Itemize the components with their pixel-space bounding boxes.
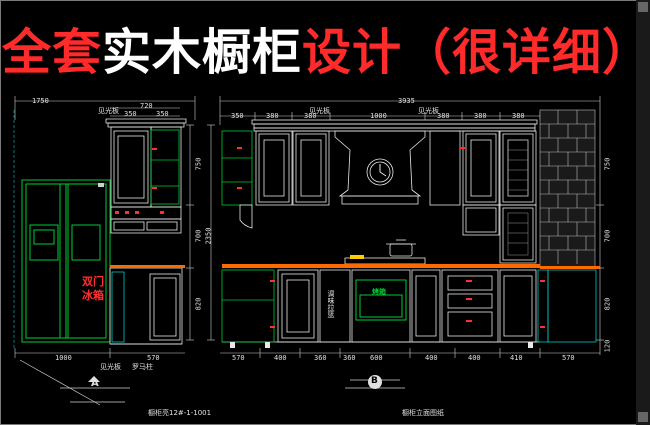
dim-a-upper-width: 720 — [140, 102, 153, 110]
dim-b-h-base: 820 — [603, 297, 612, 311]
page-title: 全套实木橱柜设计（很详细） — [2, 22, 650, 82]
dim-b-bottom-2: 400 — [274, 354, 287, 362]
label-a-roman-column: 罗马柱 — [132, 363, 153, 371]
dim-b-h-upper: 750 — [603, 157, 612, 171]
dim-a-total-width: 1750 — [32, 97, 49, 105]
label-a-see-light-bottom: 见光板 — [100, 363, 121, 371]
drawing-title-b: 橱柜立面图纸 — [402, 409, 444, 417]
oven-label: 烤箱 — [372, 288, 386, 296]
fridge-label: 双门 冰箱 — [82, 275, 104, 303]
dim-a-door-2: 350 — [156, 110, 169, 118]
label-b-see-light-right: 见光板 — [418, 107, 439, 115]
section-marker-b: B — [371, 376, 378, 386]
dim-b-top-4: 1000 — [370, 112, 387, 120]
dim-b-bottom-9: 360 — [343, 354, 356, 362]
scroll-down-arrow-icon[interactable] — [638, 412, 648, 422]
dim-b-bottom-7: 570 — [562, 354, 575, 362]
dim-b-top-7: 380 — [512, 112, 525, 120]
dim-a-bottom-1: 1000 — [55, 354, 72, 362]
title-part-3: 设计（很详细） — [302, 23, 650, 81]
dim-b-bottom-1: 570 — [232, 354, 245, 362]
dim-b-h-middle: 700 — [603, 229, 612, 243]
vertical-scrollbar[interactable] — [636, 0, 650, 425]
drawing-code-a: 橱柜亮12#-1-1001 — [148, 409, 212, 417]
dim-b-bottom-8: 400 — [468, 354, 481, 362]
dim-b-top-6: 380 — [474, 112, 487, 120]
spice-drawer-label: 调味拉篮 — [327, 290, 335, 318]
dim-b-top-3: 380 — [304, 112, 317, 120]
dim-b-bottom-4: 600 — [370, 354, 383, 362]
dim-a-h-upper: 750 — [194, 157, 203, 171]
dim-a-h-middle: 700 — [194, 229, 203, 243]
fridge-label-line-1: 双门 — [82, 275, 104, 288]
dim-b-total-width: 3935 — [398, 97, 415, 105]
label-a-see-light: 见光板 — [98, 107, 119, 115]
dim-b-height: 2350 — [204, 227, 213, 245]
dim-b-top-2: 380 — [266, 112, 279, 120]
scroll-up-arrow-icon[interactable] — [638, 2, 648, 12]
fridge-label-line-2: 冰箱 — [82, 289, 104, 302]
label-b-see-light-left: 见光板 — [309, 107, 330, 115]
title-part-2: 实木橱柜 — [102, 23, 303, 81]
dim-a-bottom-2: 570 — [147, 354, 160, 362]
dim-b-bottom-5: 400 — [425, 354, 438, 362]
dim-b-bottom-6: 410 — [510, 354, 523, 362]
dim-b-top-1: 350 — [231, 112, 244, 120]
dim-b-bottom-3: 360 — [314, 354, 327, 362]
dim-a-h-base: 820 — [194, 297, 203, 311]
title-part-1: 全套 — [2, 23, 103, 81]
section-marker-a: A — [91, 378, 99, 389]
dim-a-door-1: 350 — [124, 110, 137, 118]
dim-b-top-5: 380 — [437, 112, 450, 120]
dim-b-h-plinth: 120 — [603, 339, 612, 353]
